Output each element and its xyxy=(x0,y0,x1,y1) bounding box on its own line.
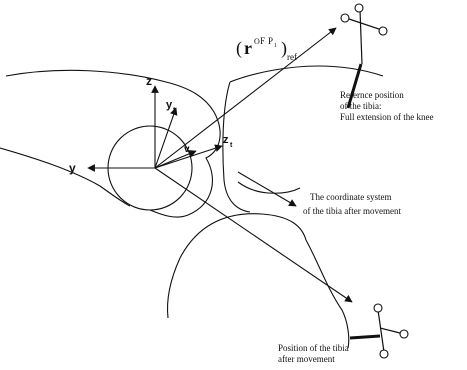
zt-axis-subscript: t xyxy=(230,142,233,149)
reference-vector-formula: ( r O F P 1 ) ref xyxy=(236,36,297,62)
moved-tibia-shaft-right xyxy=(305,239,350,349)
formula-subscript-ref: ref xyxy=(287,52,297,62)
zt-axis-label: z xyxy=(223,134,229,146)
coord-system-pointer xyxy=(237,171,297,207)
moved-vector xyxy=(154,167,353,303)
position-annotation: Position of the tibia after movement xyxy=(278,343,349,364)
femur-lower-outline xyxy=(0,147,131,207)
formula-open-paren: ( xyxy=(236,38,242,59)
moved-tibia-shaft-left xyxy=(166,257,181,319)
tibia-outline xyxy=(229,65,384,83)
yt-axis-subscript: t xyxy=(173,107,176,114)
coord-line-1: The coordinate system xyxy=(310,192,391,202)
tibia-inner-line xyxy=(237,181,301,194)
yt-axis xyxy=(154,107,178,169)
reference-annotation: Refernce position of the tibia: Full ext… xyxy=(340,90,433,122)
position-line-1: Position of the tibia xyxy=(278,343,349,353)
formula-superscript-p: P xyxy=(268,36,273,46)
reference-line-3: Full extension of the knee xyxy=(340,112,433,122)
formula-r: r xyxy=(244,38,252,58)
formula-superscript-sub: 1 xyxy=(274,43,277,49)
reference-vector xyxy=(154,27,337,169)
coord-line-2: of the tibia after movement xyxy=(303,206,401,216)
formula-superscript-o: O xyxy=(254,37,260,46)
z-axis-label: z xyxy=(146,74,152,88)
position-line-2: after movement xyxy=(278,354,335,364)
moved-tibia-outline xyxy=(179,213,307,259)
reference-line-1: Refernce position xyxy=(340,90,404,100)
formula-close-paren: ) xyxy=(281,38,287,59)
y-axis-label: y xyxy=(69,161,76,175)
reference-marker-icon xyxy=(340,3,388,109)
vt-axis xyxy=(154,150,197,169)
reference-line-2: of the tibia: xyxy=(340,101,382,111)
moved-marker-icon xyxy=(349,303,409,359)
vt-axis-label: v xyxy=(184,144,190,155)
yt-axis-label: y xyxy=(166,99,173,111)
formula-superscript-f: F xyxy=(260,36,265,46)
tibia-shaft-left xyxy=(222,81,251,213)
femur-outline xyxy=(5,69,221,218)
vt-axis-subscript: t xyxy=(190,151,192,157)
coord-system-annotation: The coordinate system of the tibia after… xyxy=(303,192,401,216)
